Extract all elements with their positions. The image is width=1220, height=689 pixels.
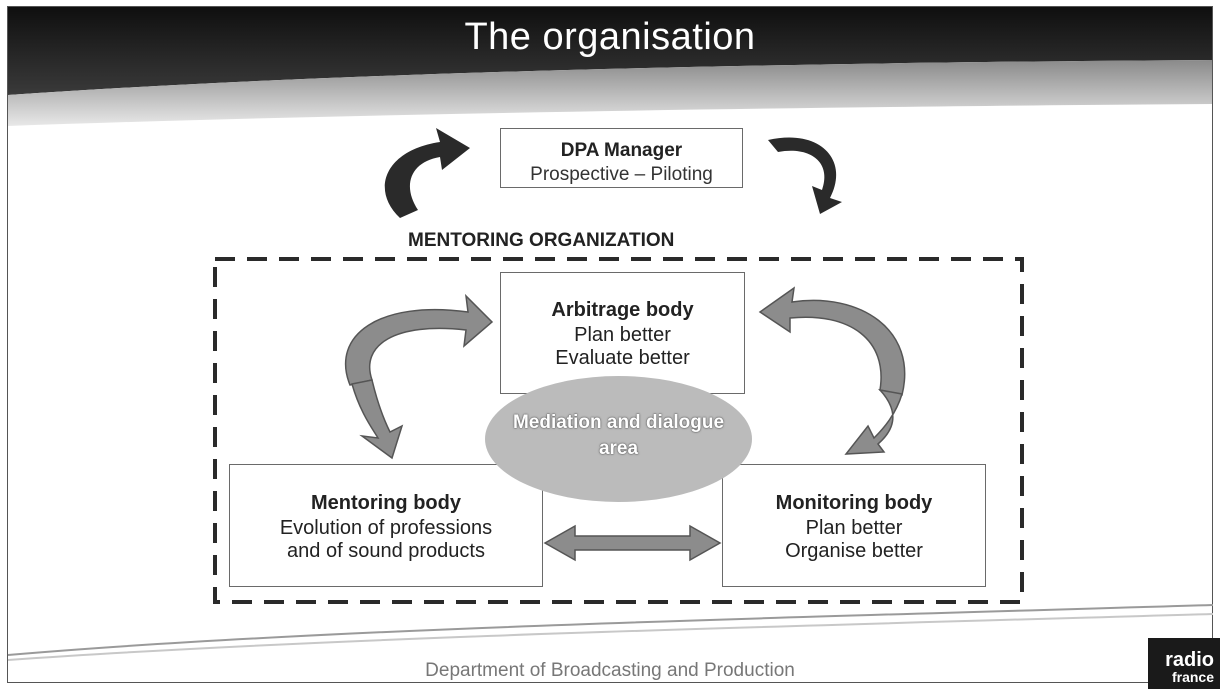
left-curved-arrow-down	[351, 379, 404, 460]
logo-line: radio	[1165, 649, 1214, 671]
top-left-curved-arrow	[384, 128, 470, 218]
dpa-manager-title: DPA Manager	[560, 140, 683, 161]
monitoring-body-line: Organise better	[785, 540, 923, 562]
mentoring-organization-frame	[213, 257, 1024, 604]
mentoring-body-line: Evolution of professions	[279, 517, 493, 539]
dpa-manager-subtitle: Prospective – Piloting	[530, 164, 713, 185]
logo-line: france	[1171, 669, 1214, 685]
double-horizontal-arrow	[543, 524, 722, 562]
right-curved-arrow-up	[758, 286, 906, 396]
monitoring-body-line: Plan better	[805, 517, 903, 539]
slide-frame	[7, 6, 1213, 683]
mediation-area-line: Mediation and dialogue	[512, 412, 725, 433]
footer-text: Department of Broadcasting and Productio…	[425, 660, 795, 681]
mentoring-body-title: Mentoring body	[311, 492, 461, 514]
mediation-area-line: area	[598, 438, 639, 459]
mentoring-organization-label: MENTORING ORGANIZATION	[408, 230, 675, 251]
monitoring-body-title: Monitoring body	[775, 492, 933, 514]
arbitrage-body-line: Evaluate better	[555, 347, 690, 369]
radio-france-logo: radio france	[1148, 638, 1220, 689]
title-banner	[8, 7, 1213, 126]
mediation-area-label: Mediation and dialogue area	[485, 410, 752, 462]
dpa-manager-box: DPA Manager Prospective – Piloting	[500, 128, 743, 188]
arbitrage-body-title: Arbitrage body	[551, 299, 694, 321]
footer-swoosh	[7, 604, 1214, 656]
mentoring-body-line: and of sound products	[287, 540, 485, 562]
monitoring-body-box: Monitoring body Plan better Organise bet…	[722, 464, 986, 587]
mentoring-body-box: Mentoring body Evolution of professions …	[229, 464, 543, 587]
top-right-curved-arrow	[768, 137, 842, 214]
mediation-area-ellipse	[485, 376, 752, 502]
arbitrage-body-line: Plan better	[574, 324, 671, 346]
left-curved-arrow-up	[344, 293, 494, 386]
slide-title: The organisation	[464, 16, 756, 58]
right-curved-arrow-down	[844, 388, 903, 455]
